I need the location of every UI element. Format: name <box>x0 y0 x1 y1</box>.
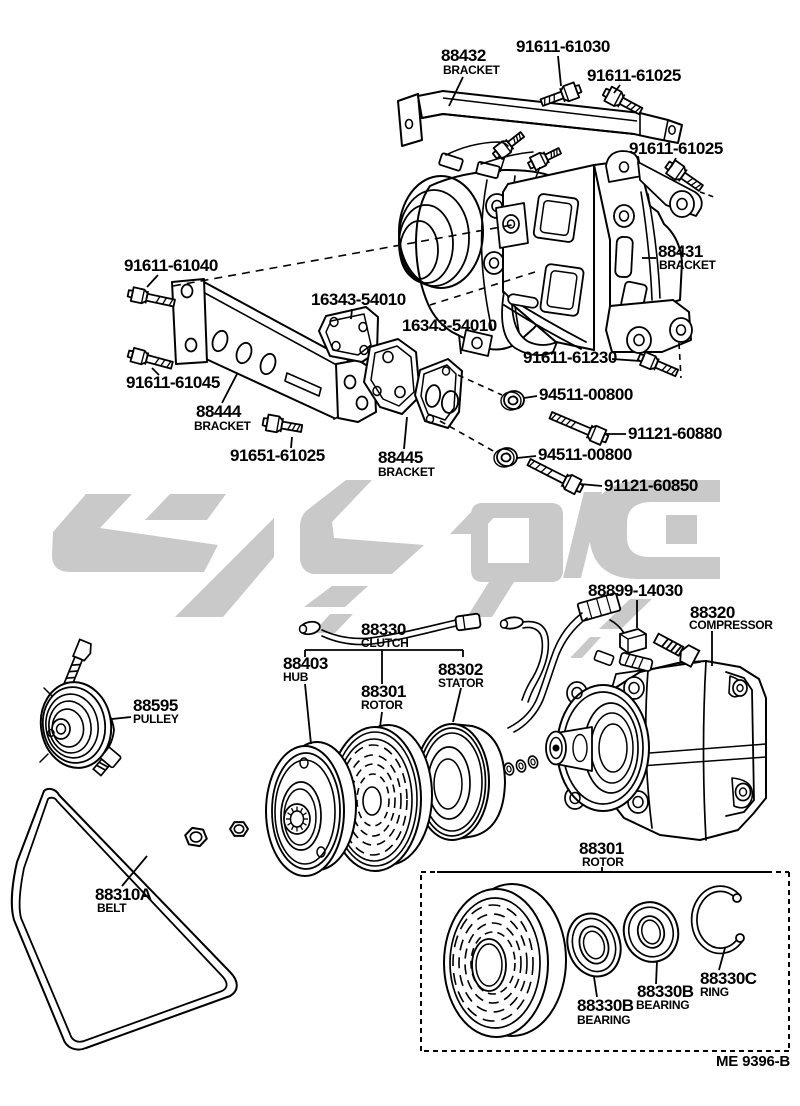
svg-text:91121-60850: 91121-60850 <box>604 476 698 495</box>
svg-text:88444: 88444 <box>196 402 242 421</box>
svg-text:88301: 88301 <box>361 682 406 701</box>
svg-text:88431: 88431 <box>658 242 703 261</box>
svg-text:91611-61040: 91611-61040 <box>124 256 218 275</box>
svg-text:88320: 88320 <box>690 603 735 622</box>
svg-text:BEARING: BEARING <box>636 998 689 1012</box>
svg-text:88302: 88302 <box>438 660 483 679</box>
svg-text:91611-61230: 91611-61230 <box>523 348 617 367</box>
svg-text:BRACKET: BRACKET <box>194 419 252 433</box>
svg-text:88301: 88301 <box>579 839 624 858</box>
svg-text:ROTOR: ROTOR <box>582 855 624 869</box>
svg-text:91611-61045: 91611-61045 <box>126 373 220 392</box>
svg-text:88403: 88403 <box>283 654 328 673</box>
svg-text:91611-61025: 91611-61025 <box>587 66 681 85</box>
svg-text:16343-54010: 16343-54010 <box>311 290 406 309</box>
svg-text:BRACKET: BRACKET <box>659 258 717 272</box>
svg-text:88310A: 88310A <box>95 885 152 904</box>
svg-text:ROTOR: ROTOR <box>361 698 403 712</box>
svg-text:88445: 88445 <box>378 448 423 467</box>
svg-text:88330B: 88330B <box>577 996 634 1015</box>
svg-text:BELT: BELT <box>97 901 127 915</box>
svg-text:91611-61030: 91611-61030 <box>516 37 610 56</box>
svg-text:88432: 88432 <box>441 46 486 65</box>
svg-text:BEARING: BEARING <box>577 1013 630 1027</box>
svg-text:RING: RING <box>700 985 729 999</box>
svg-text:16343-54010: 16343-54010 <box>402 316 497 335</box>
svg-text:PULLEY: PULLEY <box>133 712 179 726</box>
svg-text:91611-61025: 91611-61025 <box>629 139 723 158</box>
svg-text:HUB: HUB <box>283 670 309 684</box>
svg-text:ME 9396-B: ME 9396-B <box>716 1053 790 1070</box>
svg-text:COMPRESSOR: COMPRESSOR <box>689 618 773 632</box>
svg-text:CLUTCH: CLUTCH <box>361 636 409 650</box>
svg-text:88330: 88330 <box>361 620 406 639</box>
svg-text:94511-00800: 94511-00800 <box>538 445 632 464</box>
svg-text:88330B: 88330B <box>637 982 694 1001</box>
svg-text:91651-61025: 91651-61025 <box>230 446 325 465</box>
svg-text:STATOR: STATOR <box>438 676 484 690</box>
svg-text:94511-00800: 94511-00800 <box>539 385 633 404</box>
svg-text:88595: 88595 <box>133 696 178 715</box>
svg-text:88899-14030: 88899-14030 <box>588 581 683 600</box>
svg-text:BRACKET: BRACKET <box>443 63 501 77</box>
svg-text:88330C: 88330C <box>700 969 757 988</box>
svg-text:91121-60880: 91121-60880 <box>628 424 722 443</box>
svg-text:BRACKET: BRACKET <box>378 465 436 479</box>
